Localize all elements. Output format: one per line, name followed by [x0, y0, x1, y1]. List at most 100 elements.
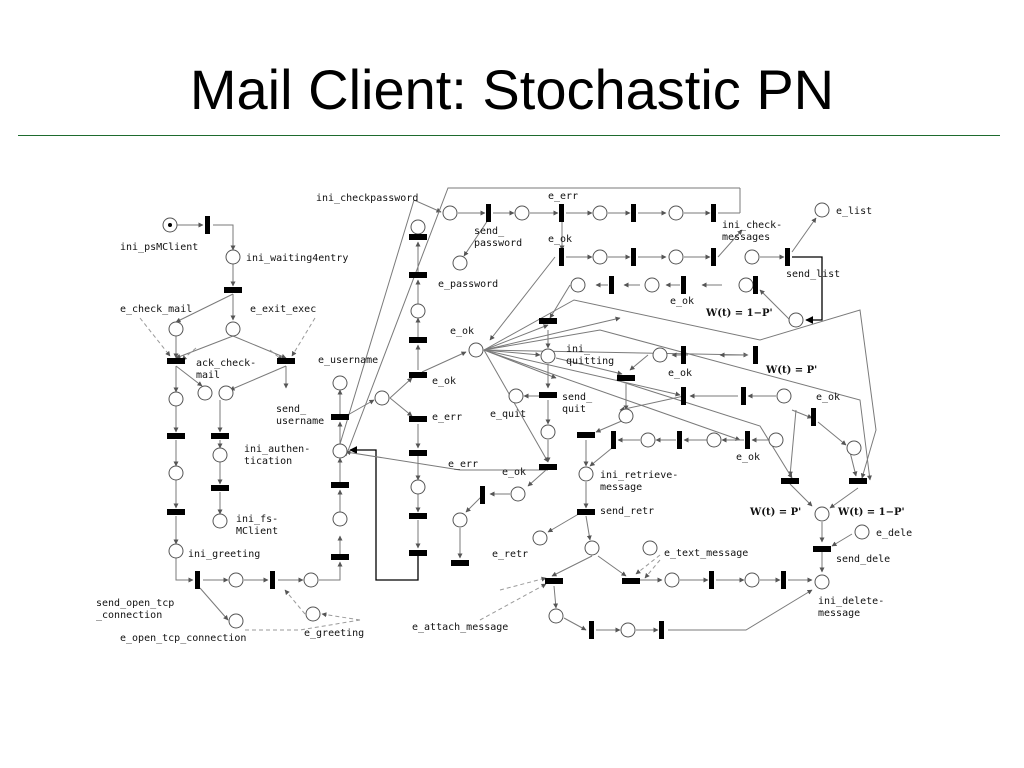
- transition: [659, 621, 664, 639]
- label-e-exit-exec: e_exit_exec: [250, 304, 316, 315]
- label-ini-waiting4entry: ini_waiting4entry: [246, 253, 348, 264]
- transition: [451, 560, 469, 566]
- place-err-col-1: [410, 479, 426, 495]
- transition: [331, 414, 349, 420]
- place-err-top-1: [592, 205, 608, 221]
- place-ok-top-2: [668, 249, 684, 265]
- place-retr-split: [584, 540, 600, 556]
- places-layer: [162, 202, 870, 638]
- place-ok-col-2: [410, 219, 426, 235]
- place-send-retr-out: [532, 530, 548, 546]
- place-ini-checkpassword: [442, 205, 458, 221]
- transition: [611, 431, 616, 449]
- transition: [167, 358, 185, 364]
- transition: [711, 204, 716, 222]
- transition: [195, 571, 200, 589]
- place-ok-col-1: [410, 303, 426, 319]
- place-quit-2: [618, 408, 634, 424]
- transition: [677, 431, 682, 449]
- place-ini-authentication: [332, 443, 348, 459]
- label-ini-psmclient: ini_psMClient: [120, 242, 198, 253]
- label-send-open-tcp-connection: send_open_tcp_connection: [96, 598, 174, 621]
- label-ini-retrieve-message: ini_retrieve-message: [600, 470, 678, 493]
- transition: [211, 433, 229, 439]
- transition: [409, 513, 427, 519]
- label-send-quit: send_quit: [562, 392, 593, 415]
- transition: [331, 554, 349, 560]
- place-attach-1: [548, 608, 564, 624]
- transition: [589, 621, 594, 639]
- label-w-retr: W(t) = P': [749, 507, 801, 518]
- place-list-out: [788, 312, 804, 328]
- place-text-1: [664, 572, 680, 588]
- labels-layer: ini_psMClient ini_waiting4entry ini_chec…: [96, 191, 912, 644]
- place-ok-top-1: [592, 249, 608, 265]
- label-send-retr: send_retr: [600, 506, 654, 517]
- transition: [753, 346, 758, 364]
- place-err-top-2: [668, 205, 684, 221]
- transition: [559, 204, 564, 222]
- place-greet-out: [303, 572, 319, 588]
- place-e-dele: [854, 524, 870, 540]
- place-e-ok-center: [468, 342, 484, 358]
- label-ini-authentication: ini_authen-tication: [244, 444, 310, 467]
- place-left-col-1: [168, 465, 184, 481]
- place-e-username: [332, 375, 348, 391]
- label-e-ok-center: e_ok: [450, 326, 474, 337]
- label-e-ok-quit: e_ok: [668, 368, 692, 379]
- transition: [559, 248, 564, 266]
- label-send-dele: send_dele: [836, 554, 890, 565]
- transition: [577, 432, 595, 438]
- transition: [745, 431, 750, 449]
- label-e-ok-user: e_ok: [432, 376, 456, 387]
- label-w-list: W(t) = 1−P': [705, 308, 773, 319]
- place-exit-mid: [218, 385, 234, 401]
- place-user-out: [374, 390, 390, 406]
- label-ack-check-mail: ack_check-mail: [196, 358, 256, 381]
- place-retr-3: [640, 432, 656, 448]
- transition: [577, 509, 595, 515]
- place-e-list: [814, 202, 830, 218]
- transition: [211, 485, 229, 491]
- transition: [409, 337, 427, 343]
- place-list-2: [644, 277, 660, 293]
- label-send-password: send_password: [474, 226, 522, 249]
- transition: [681, 346, 686, 364]
- place-list-3: [570, 277, 586, 293]
- place-ini-delete-message: [814, 574, 830, 590]
- place-ini-retrieve-message: [578, 466, 594, 482]
- transition: [813, 546, 831, 552]
- label-ini-check-messages: ini_check-messages: [722, 220, 782, 243]
- transition: [331, 482, 349, 488]
- transition: [781, 478, 799, 484]
- label-send-username: send_username: [276, 404, 324, 427]
- label-e-dele: e_dele: [876, 528, 912, 539]
- place-ack-mid: [197, 385, 213, 401]
- transition: [741, 387, 746, 405]
- transition: [409, 416, 427, 422]
- transition: [409, 550, 427, 556]
- transition: [781, 571, 786, 589]
- place-ini-check-messages: [744, 249, 760, 265]
- transition: [631, 248, 636, 266]
- place-e-password: [452, 255, 468, 271]
- transition: [224, 287, 242, 293]
- label-e-ok-retr-top: e_ok: [736, 452, 760, 463]
- place-ini-greeting: [168, 543, 184, 559]
- label-e-ok-auth: e_ok: [502, 467, 526, 478]
- label-send-list: send_list: [786, 269, 840, 280]
- slide-title: Mail Client: Stochastic PN: [189, 58, 835, 121]
- label-e-greeting: e_greeting: [304, 628, 364, 639]
- transition: [617, 375, 635, 381]
- transition: [409, 372, 427, 378]
- place-fs-1: [212, 447, 228, 463]
- label-e-password: e_password: [438, 279, 498, 290]
- place-right-ok-1: [776, 388, 792, 404]
- transition: [545, 578, 563, 584]
- place-ini-fs-mclient: [212, 513, 228, 529]
- transition: [785, 248, 790, 266]
- label-e-quit: e_quit: [490, 409, 526, 420]
- place-ack-left: [168, 391, 184, 407]
- transition: [486, 204, 491, 222]
- transition: [480, 486, 485, 504]
